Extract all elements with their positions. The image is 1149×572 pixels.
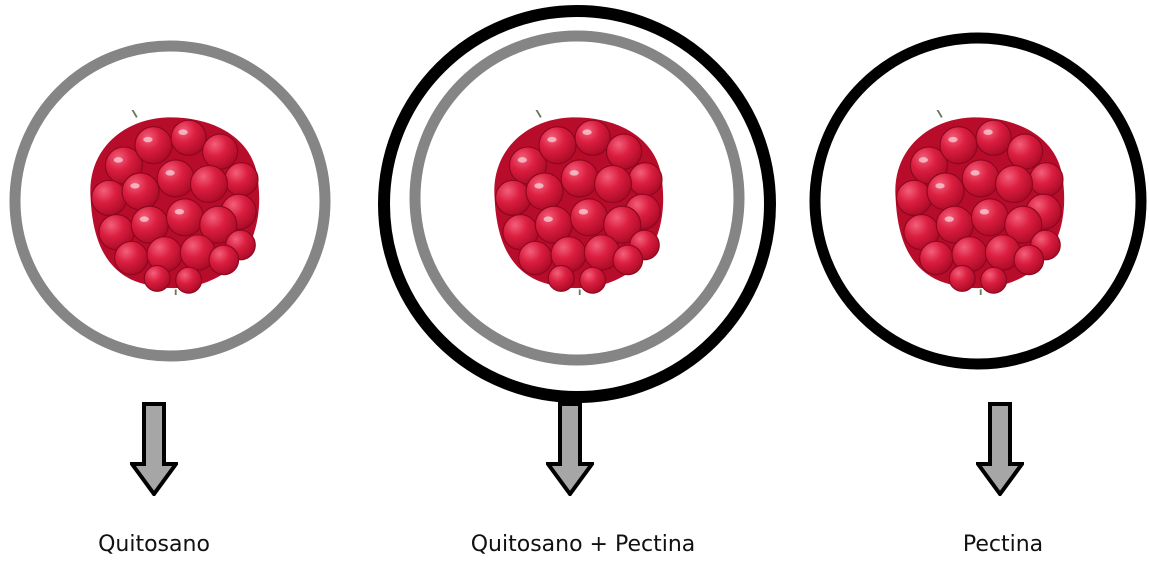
panel-pectina — [815, 38, 1141, 494]
label-quitosano-pectina: Quitosano + Pectina — [471, 532, 696, 557]
label-quitosano: Quitosano — [98, 532, 210, 557]
raspberry-icon — [895, 106, 1064, 298]
raspberry-icon — [90, 106, 259, 298]
panel-quitosano-pectina — [384, 11, 770, 494]
down-arrow-icon — [978, 404, 1022, 494]
panel-quitosano — [15, 46, 325, 494]
label-pectina: Pectina — [963, 532, 1043, 557]
down-arrow-icon — [548, 404, 592, 494]
raspberry-icon — [494, 106, 663, 298]
down-arrow-icon — [132, 404, 176, 494]
